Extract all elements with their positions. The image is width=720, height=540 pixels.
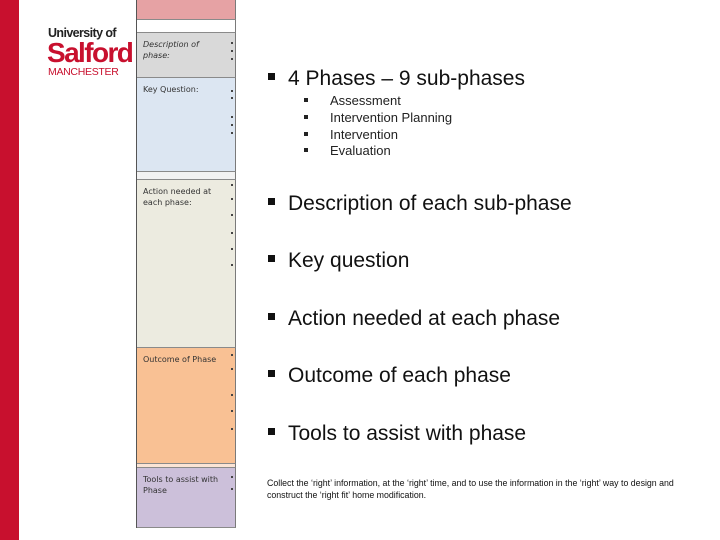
square-bullet-icon bbox=[268, 370, 275, 377]
table-row-header bbox=[136, 0, 236, 20]
table-label-tools: Tools to assist with Phase bbox=[143, 475, 219, 495]
square-bullet-icon bbox=[268, 198, 275, 205]
table-row-tools: Tools to assist with Phase bbox=[136, 468, 236, 528]
square-bullet-icon bbox=[304, 98, 308, 102]
sub-point-intervention: Intervention bbox=[304, 127, 398, 142]
table-label-description: Description of phase: bbox=[143, 40, 199, 60]
brand-color-bar bbox=[0, 0, 19, 540]
square-bullet-icon bbox=[268, 428, 275, 435]
sub-point-intervention-planning: Intervention Planning bbox=[304, 110, 452, 125]
point-action: Action needed at each phase bbox=[268, 307, 560, 331]
table-row-outcome: Outcome of Phase bbox=[136, 348, 236, 464]
square-bullet-icon bbox=[268, 313, 275, 320]
phase-table-preview: Description of phase: Key Question: Acti… bbox=[136, 0, 236, 528]
table-row-key-question: Key Question: bbox=[136, 78, 236, 172]
table-left-border bbox=[136, 0, 137, 528]
point-outcome: Outcome of each phase bbox=[268, 364, 511, 388]
table-row-action: Action needed at each phase: bbox=[136, 180, 236, 348]
table-row-spacer bbox=[136, 20, 236, 33]
table-row-divider bbox=[136, 172, 236, 180]
square-bullet-icon bbox=[304, 115, 308, 119]
footer-note: Collect the ‘right’ information, at the … bbox=[267, 478, 674, 500]
table-label-outcome: Outcome of Phase bbox=[143, 355, 217, 364]
square-bullet-icon bbox=[304, 148, 308, 152]
table-cropped-text-edge bbox=[227, 0, 237, 528]
logo-line-university: University of bbox=[48, 26, 117, 40]
table-label-action: Action needed at each phase: bbox=[143, 187, 212, 207]
table-row-description: Description of phase: bbox=[136, 33, 236, 78]
sub-point-assessment: Assessment bbox=[304, 93, 401, 108]
main-point: 4 Phases – 9 sub-phases bbox=[268, 67, 525, 91]
point-description: Description of each sub-phase bbox=[268, 192, 572, 216]
table-row-gap bbox=[136, 464, 236, 468]
logo-line-salford: Salford bbox=[47, 37, 134, 68]
square-bullet-icon bbox=[268, 73, 275, 80]
square-bullet-icon bbox=[304, 132, 308, 136]
point-tools: Tools to assist with phase bbox=[268, 422, 526, 446]
point-key-question: Key question bbox=[268, 249, 409, 273]
table-label-key-question: Key Question: bbox=[143, 85, 199, 94]
sub-point-evaluation: Evaluation bbox=[304, 143, 391, 158]
logo-line-manchester: MANCHESTER bbox=[48, 66, 119, 78]
university-logo: University of Salford MANCHESTER bbox=[47, 26, 134, 79]
square-bullet-icon bbox=[268, 255, 275, 262]
